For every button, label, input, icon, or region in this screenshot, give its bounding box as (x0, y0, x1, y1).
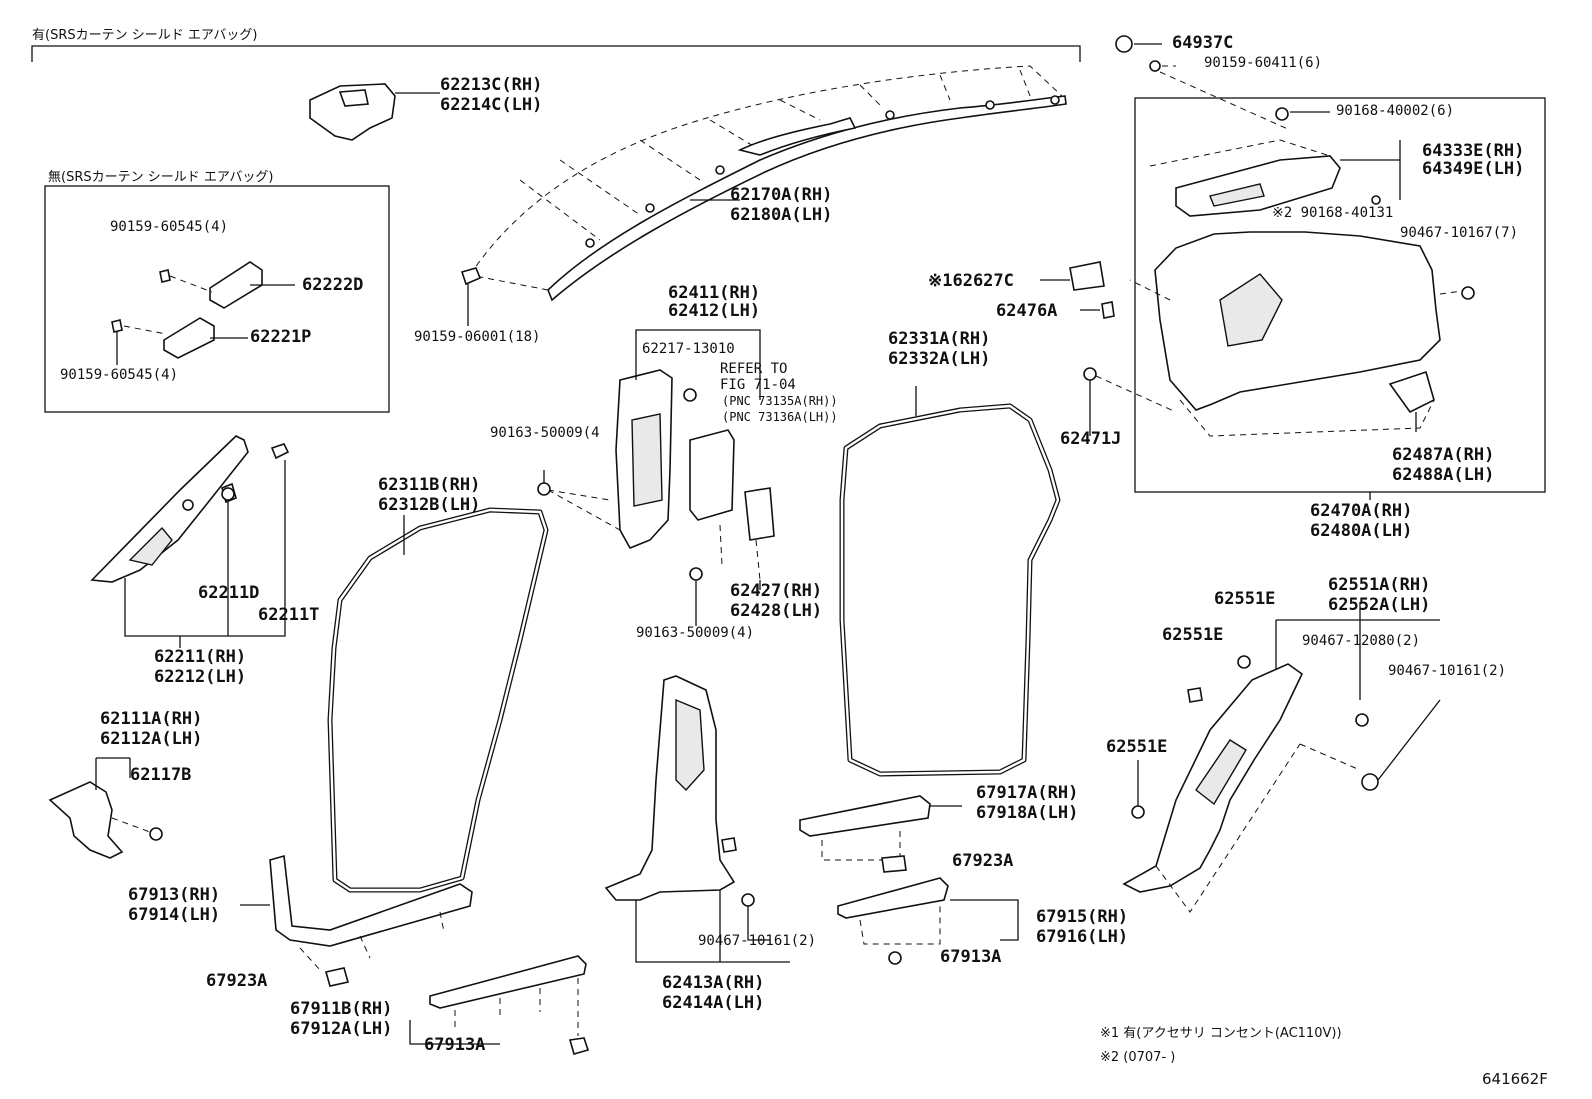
step-plate-67911B (409, 955, 590, 1055)
note-1: ※1 有(アクセサリ コンセント(AC110V)) (1100, 1026, 1342, 1041)
pillar-upper-62411 (547, 329, 761, 550)
label-62551E-c: 62551E (1106, 737, 1168, 757)
label-62221P: 62221P (250, 327, 312, 347)
label-90159-60411: 90159-60411(6) (1204, 55, 1323, 71)
label-90159-60545-b: 90159-60545(4) (60, 367, 179, 383)
label-90159-06001: 90159-06001(18) (414, 329, 541, 345)
label-90168-40131: ※2 90168-40131 (1272, 205, 1394, 221)
label-62488A: 62488A(LH) (1392, 465, 1495, 485)
label-62627C: ※162627C (928, 271, 1014, 291)
label-90159-60545-a: 90159-60545(4) (110, 219, 229, 235)
label-62112A: 62112A(LH) (100, 729, 203, 749)
scuff-plate-67913 (240, 854, 473, 987)
refer-line3: (PNC 73135A(RH)) (722, 394, 838, 408)
label-64349E: 64349E(LH) (1422, 159, 1525, 179)
label-62213C: 62213C(RH) (440, 75, 543, 95)
label-62312B: 62312B(LH) (378, 495, 481, 515)
label-62427: 62427(RH) (730, 581, 823, 601)
label-62480A: 62480A(LH) (1310, 521, 1413, 541)
lamp-64333E (1149, 139, 1401, 217)
label-67923A-b: 67923A (952, 851, 1014, 871)
label-62411: 62411(RH) (668, 283, 761, 303)
refer-line4: (PNC 73136A(LH)) (722, 410, 838, 424)
label-64937C: 64937C (1172, 33, 1234, 53)
label-62332A: 62332A(LH) (888, 349, 991, 369)
label-90467-10161-a: 90467-10161(2) (698, 933, 817, 949)
label-62211T: 62211T (258, 605, 320, 625)
label-62412: 62412(LH) (668, 301, 761, 321)
label-67913A-a: 67913A (424, 1035, 486, 1055)
no-airbag-box (44, 185, 390, 413)
airbag-group-bracket (31, 45, 1081, 62)
seat-belt-cover-62427 (689, 429, 775, 626)
header-with-airbag: 有(SRSカーテン シールド エアバッグ) (32, 28, 258, 43)
weatherstrip-62331A (839, 386, 1061, 777)
label-67917A: 67917A(RH) (976, 783, 1079, 803)
label-90168-40002: 90168-40002(6) (1336, 103, 1455, 119)
pillar-lower-62413A (604, 675, 790, 963)
header-without-airbag: 無(SRSカーテン シールド エアバッグ) (48, 170, 274, 185)
roof-rail-62170A (469, 65, 1067, 302)
label-90467-10167: 90467-10167(7) (1400, 225, 1519, 241)
label-67912A: 67912A(LH) (290, 1019, 393, 1039)
label-67915: 67915(RH) (1036, 907, 1129, 927)
label-62214C: 62214C(LH) (440, 95, 543, 115)
label-67923A-a: 67923A (206, 971, 268, 991)
label-62470A: 62470A(RH) (1310, 501, 1413, 521)
refer-line1: REFER TO (720, 361, 788, 377)
label-90163-50009-a: 90163-50009(4 (490, 425, 600, 441)
scuff-plate-67917A (799, 795, 962, 873)
label-62552A: 62552A(LH) (1328, 595, 1431, 615)
bracket-62221P (111, 317, 248, 365)
label-62211: 62211(RH) (154, 647, 247, 667)
label-62476A: 62476A (996, 301, 1058, 321)
label-62551E-b: 62551E (1162, 625, 1224, 645)
step-plate-67915 (837, 877, 1019, 965)
label-62471J: 62471J (1060, 429, 1122, 449)
bracket-62213C (309, 83, 440, 141)
label-62331A: 62331A(RH) (888, 329, 991, 349)
label-62551A: 62551A(RH) (1328, 575, 1431, 595)
label-90163-50009-b: 90163-50009(4) (636, 625, 755, 641)
label-62117B: 62117B (130, 765, 192, 785)
label-62413A: 62413A(RH) (662, 973, 765, 993)
label-67916: 67916(LH) (1036, 927, 1129, 947)
label-62111A: 62111A(RH) (100, 709, 203, 729)
label-67913: 67913(RH) (128, 885, 221, 905)
label-62212: 62212(LH) (154, 667, 247, 687)
label-62211D: 62211D (198, 583, 260, 603)
label-62487A: 62487A(RH) (1392, 445, 1495, 465)
label-64333E: 64333E(RH) (1422, 141, 1525, 161)
quarter-lower-62551A (1122, 602, 1441, 913)
label-62222D: 62222D (302, 275, 364, 295)
screw-90159-06001 (460, 267, 482, 326)
cowl-side-62111A (48, 757, 163, 859)
label-90467-10161-b: 90467-10161(2) (1388, 663, 1507, 679)
bracket-62222D (159, 261, 295, 309)
quarter-trim-62470A (1095, 231, 1471, 437)
label-67918A: 67918A(LH) (976, 803, 1079, 823)
label-62180A: 62180A(LH) (730, 205, 833, 225)
figure-code: 641662F (1482, 1070, 1548, 1088)
label-62428: 62428(LH) (730, 601, 823, 621)
label-62170A: 62170A(RH) (730, 185, 833, 205)
weatherstrip-62311B (327, 507, 549, 893)
refer-line2: FIG 71-04 (720, 377, 796, 393)
label-62414A: 62414A(LH) (662, 993, 765, 1013)
label-62551E-a: 62551E (1214, 589, 1276, 609)
label-62311B: 62311B(RH) (378, 475, 481, 495)
quarter-trim-box (1134, 97, 1546, 493)
label-67914: 67914(LH) (128, 905, 221, 925)
label-62217-13010: 62217-13010 (642, 341, 735, 357)
label-67913A-b: 67913A (940, 947, 1002, 967)
label-90467-12080: 90467-12080(2) (1302, 633, 1421, 649)
label-67911B: 67911B(RH) (290, 999, 393, 1019)
note-2: ※2 (0707- ) (1100, 1050, 1176, 1065)
